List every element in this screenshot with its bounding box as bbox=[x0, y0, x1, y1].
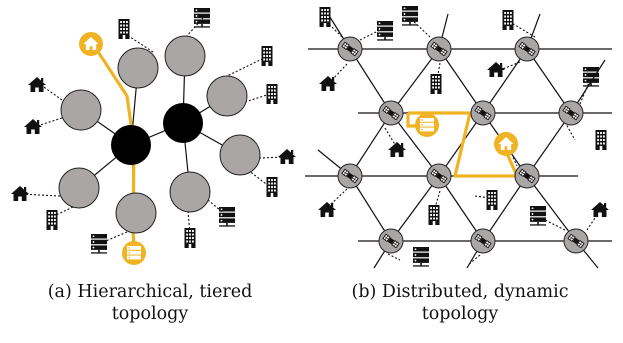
building-icon bbox=[184, 228, 196, 248]
distributed-topology-panel bbox=[305, 6, 612, 269]
building-icon bbox=[486, 190, 498, 210]
server-icon bbox=[91, 234, 107, 254]
satellite-node bbox=[379, 229, 403, 253]
highlighted-server-icon bbox=[415, 113, 439, 137]
building-icon bbox=[319, 7, 331, 27]
house-icon bbox=[591, 202, 609, 217]
house-icon bbox=[24, 119, 42, 134]
building-icon bbox=[266, 177, 278, 197]
satellite-node bbox=[471, 229, 495, 253]
edge-node bbox=[60, 89, 102, 131]
satellite-node bbox=[427, 37, 451, 61]
edge-node bbox=[219, 134, 261, 176]
edge-node bbox=[164, 35, 206, 77]
building-icon bbox=[595, 130, 607, 150]
core-node bbox=[163, 103, 203, 143]
satellite-node bbox=[559, 101, 583, 125]
highlighted-house-icon bbox=[494, 132, 518, 156]
caption-b-line2: topology bbox=[421, 304, 499, 324]
satellite-node bbox=[564, 229, 588, 253]
house-icon bbox=[11, 186, 29, 201]
satellite-node bbox=[515, 37, 539, 61]
caption-a: (a) Hierarchical, tiered topology bbox=[0, 281, 300, 325]
satellite-node bbox=[338, 37, 362, 61]
building-icon bbox=[118, 19, 130, 39]
server-icon bbox=[413, 247, 429, 267]
caption-b: (b) Distributed, dynamic topology bbox=[300, 281, 620, 325]
house-icon bbox=[388, 142, 406, 157]
edge-node bbox=[58, 167, 100, 209]
caption-b-line1: (b) Distributed, dynamic bbox=[351, 282, 569, 302]
building-icon bbox=[266, 84, 278, 104]
hierarchical-topology-panel bbox=[11, 8, 296, 265]
server-icon bbox=[583, 67, 599, 87]
server-icon bbox=[219, 207, 235, 227]
caption-a-line2: topology bbox=[111, 304, 189, 324]
house-icon bbox=[319, 76, 337, 91]
edge-node bbox=[117, 47, 159, 89]
house-icon bbox=[28, 77, 46, 92]
house-icon bbox=[318, 202, 336, 217]
caption-a-line1: (a) Hierarchical, tiered bbox=[47, 282, 253, 302]
server-icon bbox=[530, 206, 546, 226]
core-node bbox=[111, 125, 151, 165]
edge-node bbox=[115, 192, 157, 234]
satellite-node bbox=[471, 101, 495, 125]
satellite-node bbox=[338, 164, 362, 188]
satellite-node bbox=[427, 164, 451, 188]
server-icon bbox=[377, 21, 393, 41]
house-icon bbox=[487, 62, 505, 77]
highlighted-house-icon bbox=[79, 32, 103, 56]
satellite-node bbox=[515, 164, 539, 188]
edge-node bbox=[169, 171, 211, 213]
building-icon bbox=[428, 205, 440, 225]
satellite-node bbox=[379, 101, 403, 125]
house-icon bbox=[278, 149, 296, 164]
building-icon bbox=[46, 210, 58, 230]
building-icon bbox=[261, 46, 273, 66]
building-icon bbox=[502, 10, 514, 30]
building-icon bbox=[430, 74, 442, 94]
highlighted-server-icon bbox=[122, 241, 146, 265]
edge-node bbox=[206, 75, 248, 117]
